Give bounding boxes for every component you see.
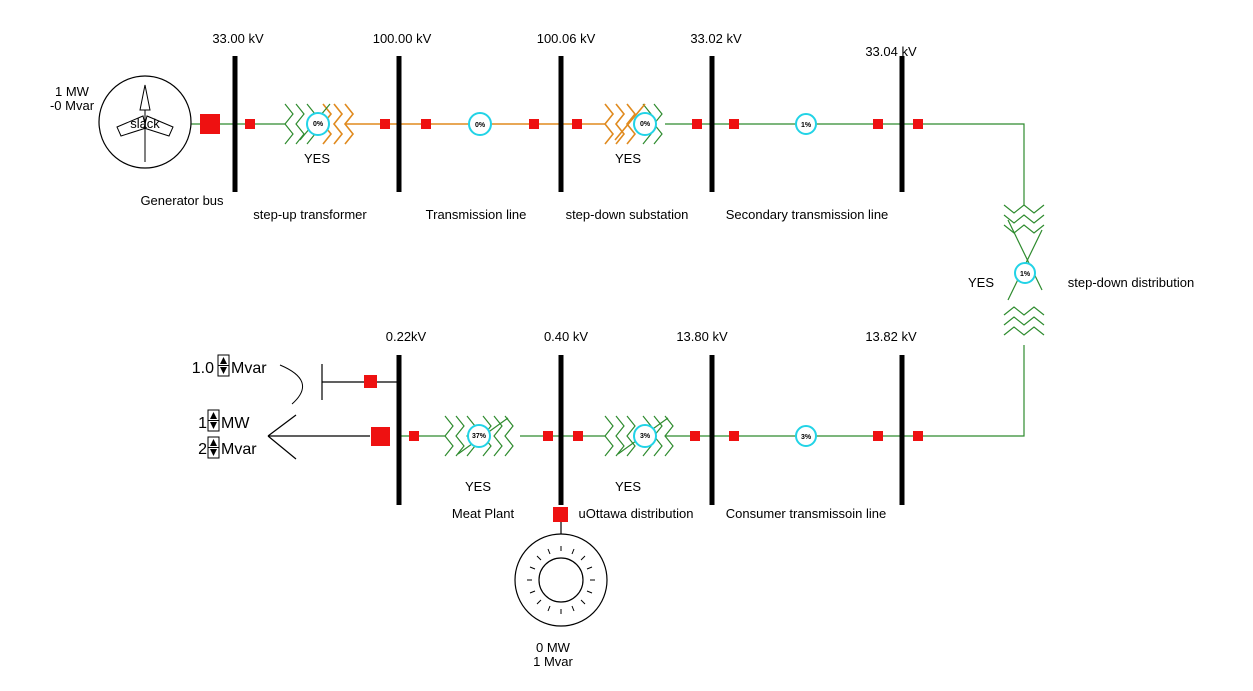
- consumer-name: Consumer transmissoin line: [726, 506, 886, 521]
- gen-mw: 1 MW: [55, 84, 90, 99]
- stepdown-substation-transformer[interactable]: 0%: [603, 103, 663, 145]
- spinner-down-icon[interactable]: [210, 422, 217, 429]
- gen-bus-voltage: 33.00 kV: [212, 31, 264, 46]
- spinner-up-icon[interactable]: [210, 439, 217, 446]
- stepup-name: step-up transformer: [253, 207, 367, 222]
- capacitor-breaker[interactable]: [364, 375, 377, 388]
- meat-tx-loading: 37%: [472, 433, 487, 440]
- stepdown-dist-status: YES: [968, 275, 994, 290]
- motor-breaker[interactable]: [553, 507, 568, 522]
- bus-13-80kv-voltage: 13.80 kV: [676, 329, 728, 344]
- cons-end-breaker[interactable]: [913, 431, 923, 441]
- load-mw-spinner[interactable]: [207, 409, 220, 432]
- load-mw-value: 1: [198, 415, 207, 432]
- consumer-breaker-a[interactable]: [873, 431, 883, 441]
- stepdown-sub-loading: 0%: [640, 121, 651, 128]
- stepup-lv-breaker[interactable]: [245, 119, 255, 129]
- stepup-transformer[interactable]: 0%: [284, 103, 355, 145]
- bus-33-02kv-voltage: 33.02 kV: [690, 31, 742, 46]
- transline-breaker-b[interactable]: [529, 119, 539, 129]
- uottawa-tx-loading: 3%: [640, 433, 651, 440]
- spinner-down-icon[interactable]: [210, 449, 217, 456]
- bus-0-22kv-voltage: 0.22kV: [386, 329, 427, 344]
- meat-tx-status: YES: [465, 479, 491, 494]
- load-breaker[interactable]: [371, 427, 390, 446]
- meat-hv-breaker[interactable]: [543, 431, 553, 441]
- stepdown-distribution-transformer[interactable]: 1%: [1003, 204, 1045, 336]
- bus-100-06kv-voltage: 100.06 kV: [537, 31, 596, 46]
- uottawa-distribution-transformer[interactable]: 3%: [604, 415, 674, 457]
- motor-symbol[interactable]: [514, 533, 608, 627]
- dist-feed-upper: [902, 123, 1025, 205]
- stepup-hv-breaker[interactable]: [380, 119, 390, 129]
- meat-tx-name: Meat Plant: [452, 506, 515, 521]
- capacitor-unit: Mvar: [231, 360, 267, 377]
- spinner-up-icon[interactable]: [220, 357, 227, 364]
- load-arrow[interactable]: [267, 414, 370, 460]
- sec-end-breaker[interactable]: [913, 119, 923, 129]
- gen-bus-name: Generator bus: [140, 193, 224, 208]
- gen-breaker[interactable]: [200, 114, 220, 134]
- stepdown-dist-loading: 1%: [1020, 271, 1031, 278]
- consumer-breaker-b[interactable]: [729, 431, 739, 441]
- uottawa-hv-breaker[interactable]: [690, 431, 700, 441]
- dist-feed-lower: [902, 345, 1025, 437]
- stepup-loading: 0%: [313, 121, 324, 128]
- meat-plant-transformer[interactable]: 37%: [444, 415, 514, 457]
- transline-name: Transmission line: [426, 207, 527, 222]
- capacitor-value: 1.0: [192, 360, 214, 377]
- capacitor-spinner[interactable]: [217, 354, 230, 377]
- bus-13-82kv-voltage: 13.82 kV: [865, 329, 917, 344]
- bus-100kv-voltage: 100.00 kV: [373, 31, 432, 46]
- load-mvar-value: 2: [198, 441, 207, 458]
- motor-mvar: 1 Mvar: [533, 654, 573, 669]
- stepdown-sub-status: YES: [615, 151, 641, 166]
- secondary-breaker-b[interactable]: [873, 119, 883, 129]
- uottawa-lv-breaker[interactable]: [573, 431, 583, 441]
- spinner-down-icon[interactable]: [220, 367, 227, 374]
- stepdown-lv-breaker[interactable]: [692, 119, 702, 129]
- stepup-status: YES: [304, 151, 330, 166]
- meat-lv-breaker[interactable]: [409, 431, 419, 441]
- bus-0-40kv-voltage: 0.40 kV: [544, 329, 588, 344]
- uottawa-tx-status: YES: [615, 479, 641, 494]
- secondary-loading: 1%: [801, 122, 812, 129]
- gen-mvar: -0 Mvar: [50, 98, 95, 113]
- consumer-gauge[interactable]: 3%: [795, 425, 817, 447]
- capacitor-bank[interactable]: [279, 364, 399, 405]
- bus-33-04kv-voltage: 33.04 kV: [865, 44, 917, 59]
- transline-breaker-a[interactable]: [421, 119, 431, 129]
- secondary-name: Secondary transmission line: [726, 207, 889, 222]
- stepdown-dist-name: step-down distribution: [1068, 275, 1194, 290]
- load-mvar-unit: Mvar: [221, 441, 257, 458]
- stepdown-sub-name: step-down substation: [566, 207, 689, 222]
- uottawa-tx-name: uOttawa distribution: [579, 506, 694, 521]
- motor-mw: 0 MW: [536, 640, 571, 655]
- load-mw-unit: MW: [221, 415, 250, 432]
- secondary-gauge[interactable]: 1%: [795, 113, 817, 135]
- slack-generator[interactable]: slack: [98, 75, 192, 169]
- transline-loading: 0%: [475, 122, 486, 129]
- stepdown-hv-breaker[interactable]: [572, 119, 582, 129]
- transline-gauge[interactable]: 0%: [468, 112, 492, 136]
- spinner-up-icon[interactable]: [210, 412, 217, 419]
- secondary-breaker-a[interactable]: [729, 119, 739, 129]
- consumer-loading: 3%: [801, 434, 812, 441]
- load-mvar-spinner[interactable]: [207, 436, 220, 459]
- slack-label: slack: [130, 116, 160, 131]
